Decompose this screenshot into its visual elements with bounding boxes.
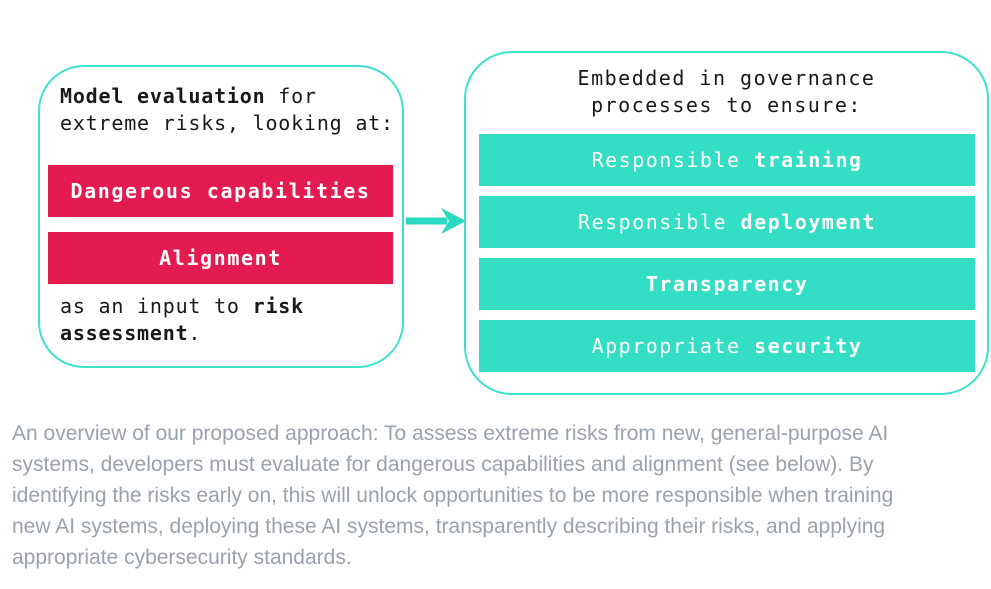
footer-bold-risk: risk bbox=[252, 294, 304, 318]
figure-caption: An overview of our proposed approach: To… bbox=[12, 418, 893, 573]
transparency-bar: Transparency bbox=[479, 258, 975, 310]
responsible-deployment-bar: Responsible deployment bbox=[479, 196, 975, 248]
right-arrow-icon bbox=[406, 208, 466, 234]
footer-bold-assessment: assessment bbox=[60, 321, 189, 345]
footer-line-2: assessment. bbox=[60, 320, 304, 347]
caption-line: new AI systems, deploying these AI syste… bbox=[12, 515, 886, 538]
responsible-deployment-bold: deployment bbox=[740, 210, 876, 234]
footer-line-1: as an input to risk bbox=[60, 293, 304, 320]
governance-title: Embedded in governance processes to ensu… bbox=[466, 65, 987, 119]
footer-regular-text: as an input to bbox=[60, 294, 253, 318]
title-bold-text: Model evaluation bbox=[60, 84, 266, 108]
caption-line: An overview of our proposed approach: To… bbox=[12, 422, 889, 445]
dangerous-capabilities-bar: Dangerous capabilities bbox=[48, 165, 393, 217]
risk-assessment-note: as an input to risk assessment. bbox=[60, 293, 304, 347]
responsible-training-bold: training bbox=[754, 148, 863, 172]
alignment-bar: Alignment bbox=[48, 232, 393, 284]
footer-period: . bbox=[188, 321, 202, 345]
caption-line: systems, developers must evaluate for da… bbox=[12, 453, 874, 476]
title-line-2: extreme risks, looking at: bbox=[60, 111, 394, 135]
responsible-training-bar: Responsible training bbox=[479, 134, 975, 186]
model-evaluation-box: Model evaluation for extreme risks, look… bbox=[38, 65, 404, 368]
transparency-bold: Transparency bbox=[645, 272, 809, 296]
dangerous-capabilities-label: Dangerous capabilities bbox=[70, 179, 371, 203]
title-regular-text: for bbox=[265, 84, 317, 108]
caption-line: identifying the risks early on, this wil… bbox=[12, 484, 894, 507]
appropriate-security-bold: security bbox=[754, 334, 863, 358]
model-evaluation-title: Model evaluation for extreme risks, look… bbox=[60, 83, 394, 137]
appropriate-security-bar: Appropriate security bbox=[479, 320, 975, 372]
appropriate-security-regular: Appropriate bbox=[591, 334, 755, 358]
responsible-deployment-regular: Responsible bbox=[578, 210, 741, 234]
governance-title-line-1: Embedded in governance bbox=[577, 66, 876, 90]
governance-box: Embedded in governance processes to ensu… bbox=[464, 51, 989, 395]
governance-title-line-2: processes to ensure: bbox=[591, 93, 862, 117]
title-line-1: Model evaluation for bbox=[60, 83, 394, 110]
caption-line: appropriate cybersecurity standards. bbox=[12, 546, 352, 569]
alignment-label: Alignment bbox=[159, 246, 282, 270]
responsible-training-regular: Responsible bbox=[591, 148, 755, 172]
